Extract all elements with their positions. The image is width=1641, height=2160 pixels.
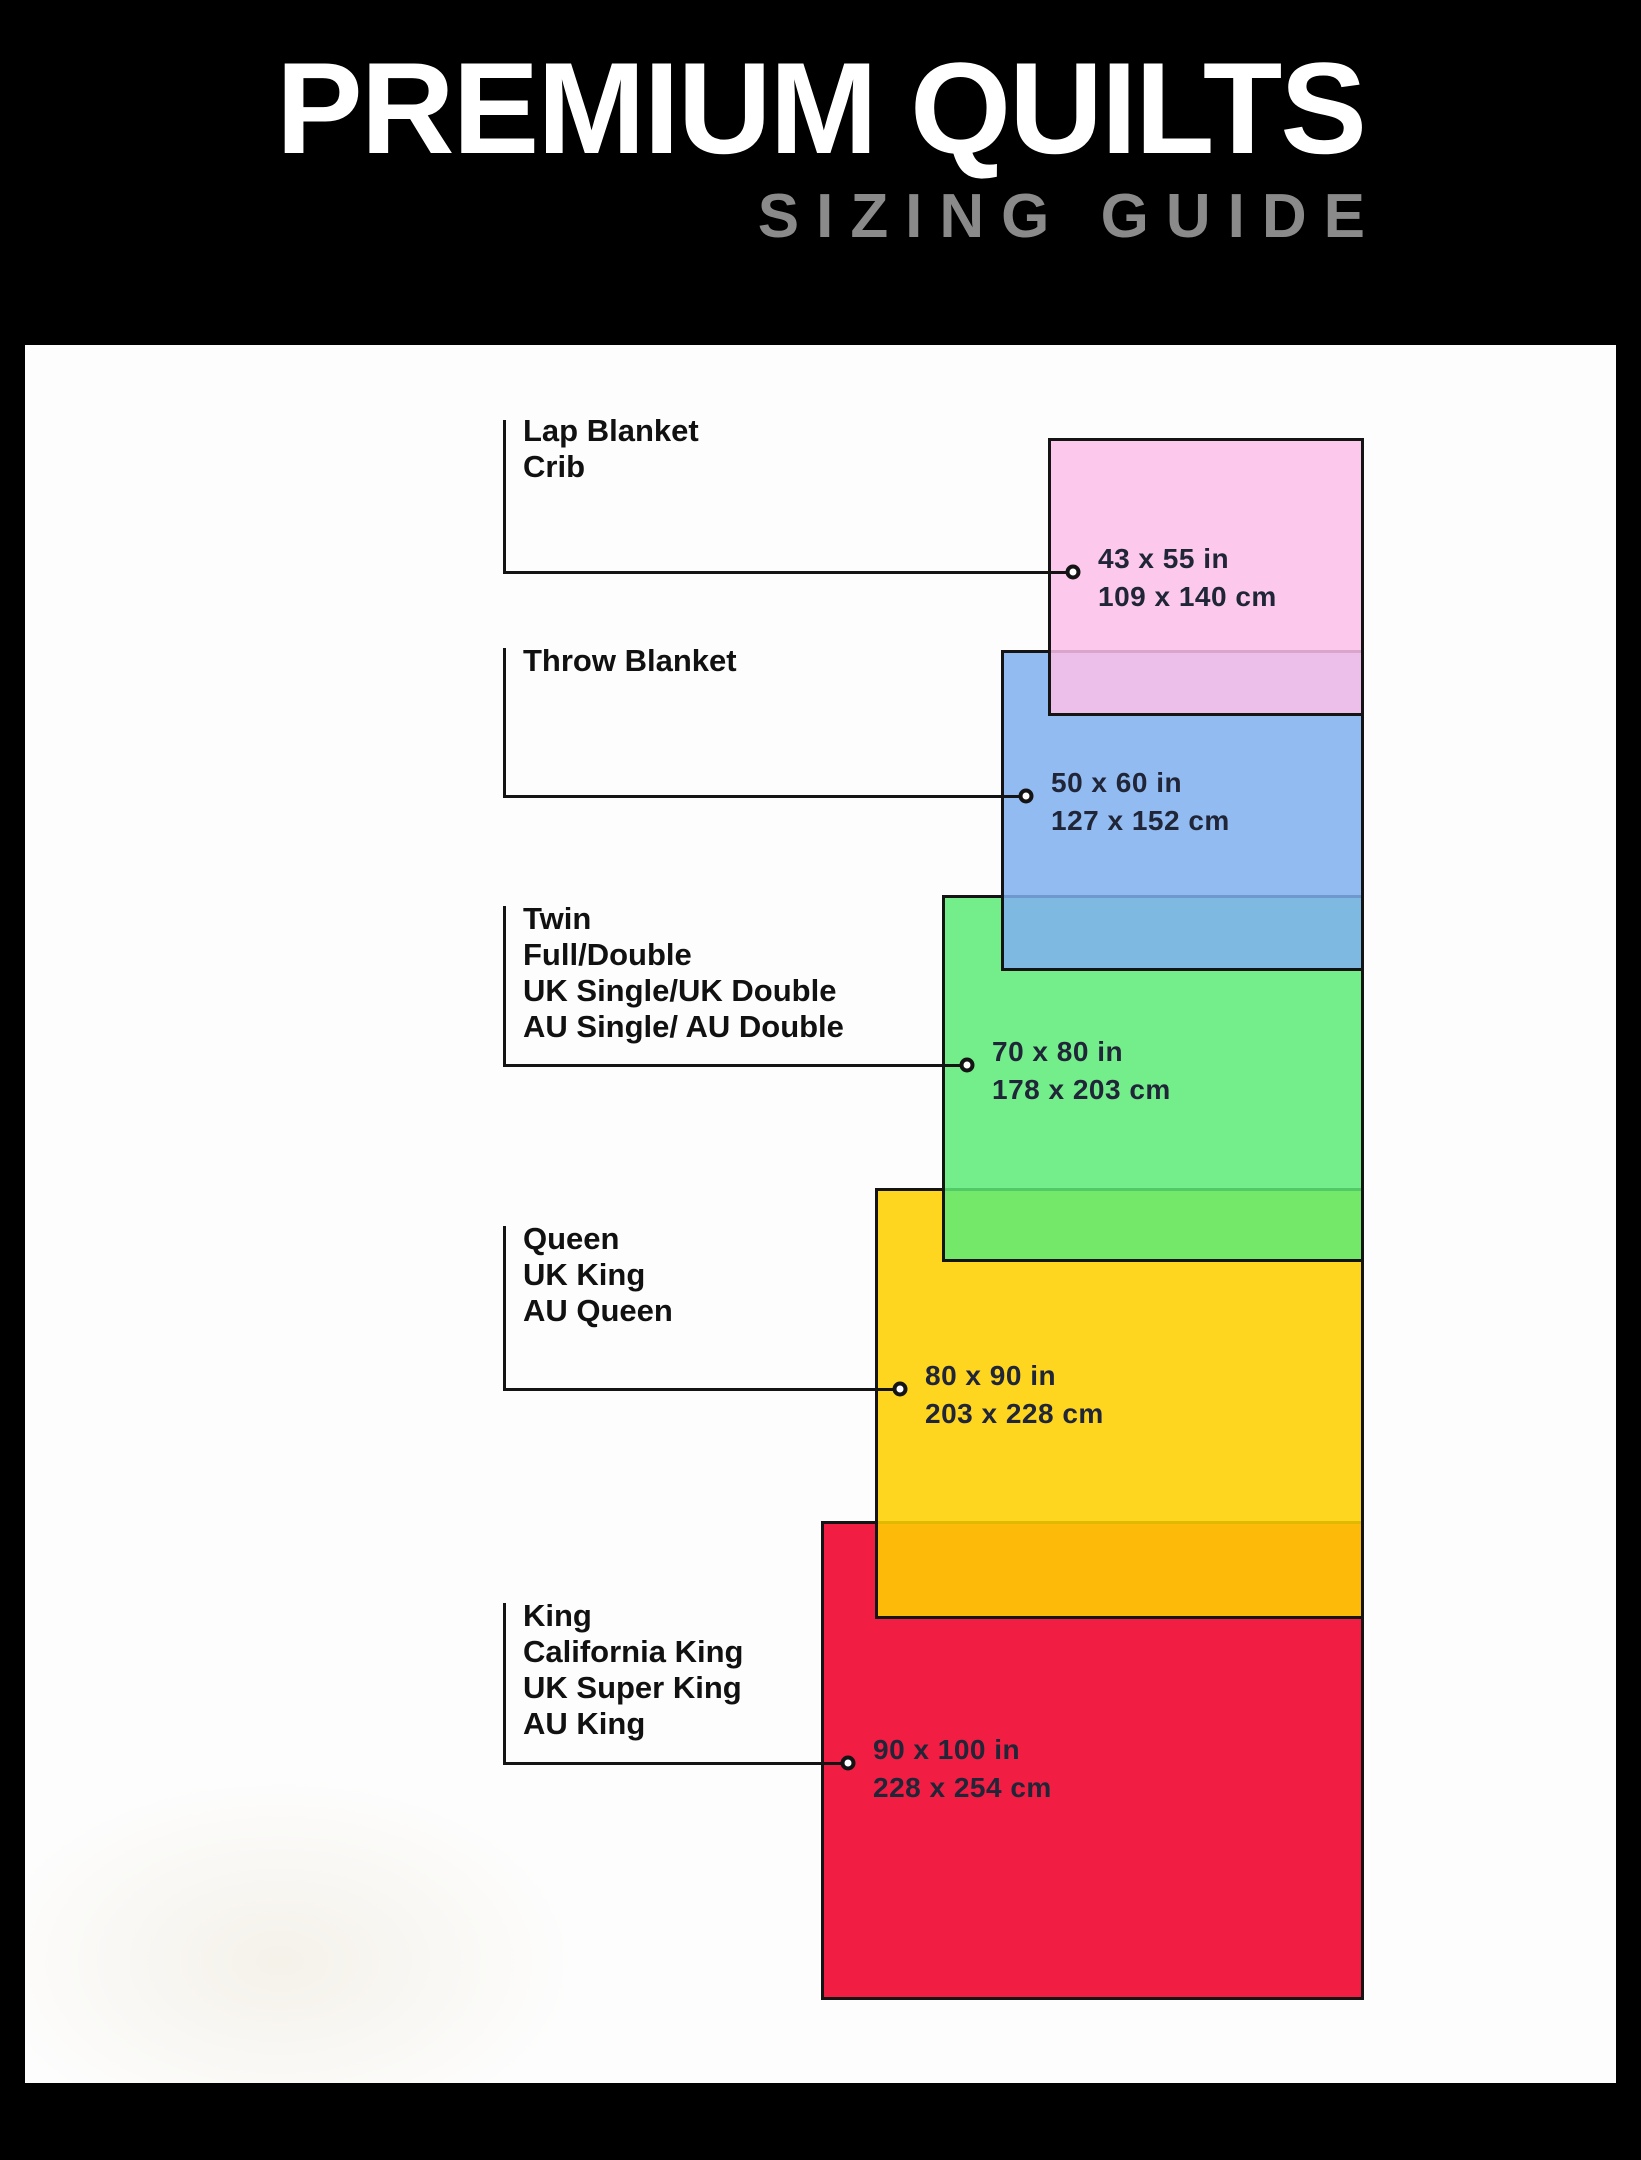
size-label-lap-blanket-crib: Lap Blanket Crib <box>523 413 699 485</box>
measurement-cm: 228 x 254 cm <box>873 1772 1052 1803</box>
size-label-line: UK King <box>523 1257 646 1292</box>
connector-line-vertical <box>503 1226 506 1391</box>
size-measurement-king: 90 x 100 in 228 x 254 cm <box>873 1731 1052 1807</box>
size-label-throw-blanket: Throw Blanket <box>523 643 737 679</box>
connector-line-horizontal <box>503 795 1026 798</box>
size-label-line: Crib <box>523 449 585 484</box>
size-measurement-queen: 80 x 90 in 203 x 228 cm <box>925 1357 1104 1433</box>
measurement-inches: 43 x 55 in <box>1098 543 1230 574</box>
connector-line-horizontal <box>503 1064 967 1067</box>
measurement-cm: 127 x 152 cm <box>1051 805 1230 836</box>
measurement-inches: 90 x 100 in <box>873 1734 1021 1765</box>
size-label-line: Full/Double <box>523 937 692 972</box>
connector-line-vertical <box>503 1603 506 1765</box>
size-label-line: California King <box>523 1634 744 1669</box>
title-block: PREMIUM QUILTS SIZING GUIDE <box>276 35 1367 345</box>
size-label-twin-full-double: Twin Full/Double UK Single/UK Double AU … <box>523 901 844 1045</box>
connector-line-horizontal <box>503 571 1073 574</box>
header: PREMIUM QUILTS SIZING GUIDE <box>0 0 1641 345</box>
measurement-cm: 109 x 140 cm <box>1098 581 1277 612</box>
connector-line-vertical <box>503 648 506 798</box>
size-label-line: Queen <box>523 1221 620 1256</box>
measurement-inches: 50 x 60 in <box>1051 767 1183 798</box>
size-label-line: AU Queen <box>523 1293 673 1328</box>
size-label-line: Throw Blanket <box>523 643 737 678</box>
connector-dot <box>1065 564 1081 580</box>
size-label-line: AU King <box>523 1706 646 1741</box>
size-label-line: Twin <box>523 901 592 936</box>
connector-line-horizontal <box>503 1388 900 1391</box>
measurement-cm: 178 x 203 cm <box>992 1074 1171 1105</box>
page-subtitle: SIZING GUIDE <box>757 181 1382 251</box>
connector-dot <box>840 1755 856 1771</box>
size-measurement-throw-blanket: 50 x 60 in 127 x 152 cm <box>1051 764 1230 840</box>
size-label-line: UK Super King <box>523 1670 742 1705</box>
size-measurement-twin-full-double: 70 x 80 in 178 x 203 cm <box>992 1033 1171 1109</box>
measurement-cm: 203 x 228 cm <box>925 1398 1104 1429</box>
size-label-line: Lap Blanket <box>523 413 699 448</box>
diagram-panel: Lap Blanket Crib 43 x 55 in 109 x 140 cm… <box>25 345 1616 2083</box>
connector-dot <box>959 1057 975 1073</box>
size-label-line: King <box>523 1598 592 1633</box>
size-label-line: AU Single/ AU Double <box>523 1009 844 1044</box>
connector-line-horizontal <box>503 1762 848 1765</box>
measurement-inches: 70 x 80 in <box>992 1036 1124 1067</box>
size-label-line: UK Single/UK Double <box>523 973 837 1008</box>
quilt-rect-lap-blanket <box>1048 438 1364 716</box>
page-title: PREMIUM QUILTS <box>276 35 1367 181</box>
size-label-queen: Queen UK King AU Queen <box>523 1221 673 1329</box>
connector-dot <box>892 1381 908 1397</box>
size-measurement-lap-blanket-crib: 43 x 55 in 109 x 140 cm <box>1098 540 1277 616</box>
size-label-king: King California King UK Super King AU Ki… <box>523 1598 743 1742</box>
connector-dot <box>1018 788 1034 804</box>
connector-line-vertical <box>503 420 506 574</box>
measurement-inches: 80 x 90 in <box>925 1360 1057 1391</box>
connector-line-vertical <box>503 906 506 1067</box>
